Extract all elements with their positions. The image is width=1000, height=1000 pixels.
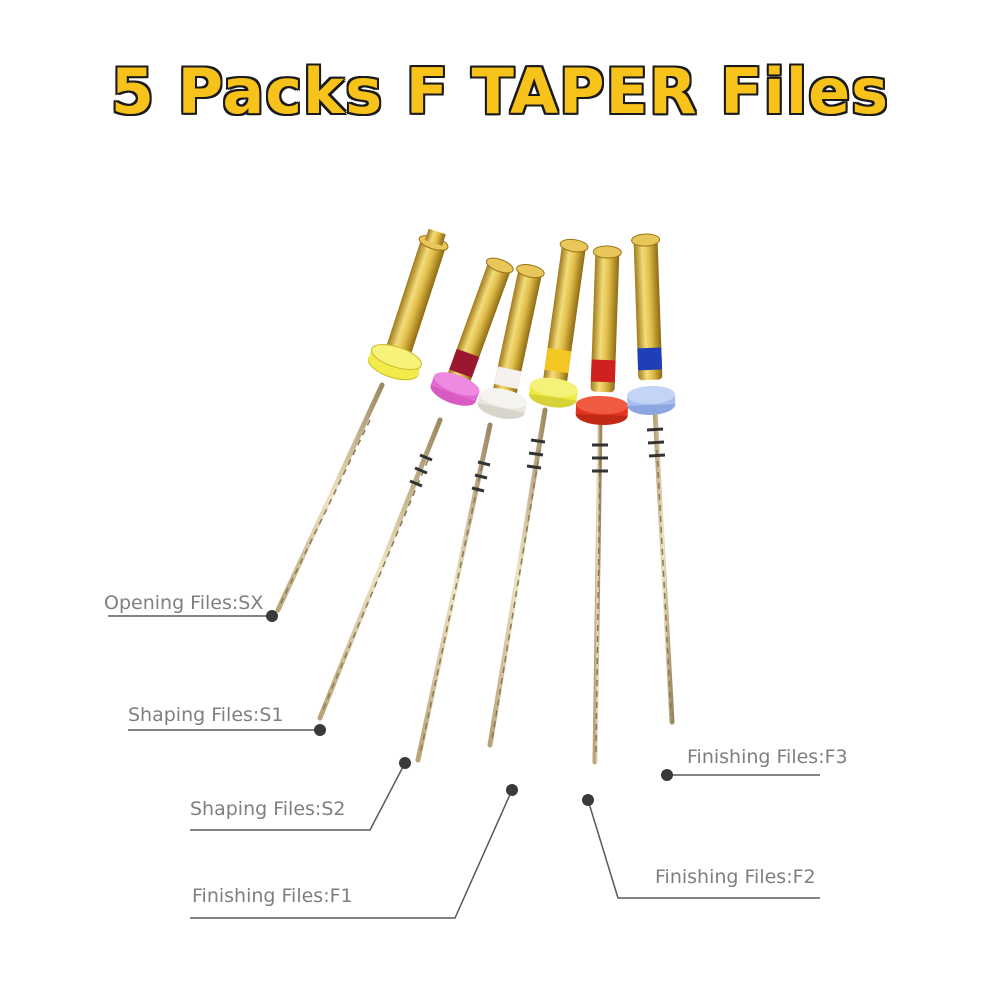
leader-lines [108,615,820,919]
file-s1 [317,257,514,721]
dot-f3 [661,769,673,781]
file-f3 [626,233,676,725]
label-shaping-s1: Shaping Files:S1 [128,704,284,726]
dot-s1 [314,724,326,736]
dot-f1 [506,784,518,796]
label-finishing-f2: Finishing Files:F2 [655,866,816,888]
file-f1 [487,238,589,748]
page-title: 5 Packs F TAPER Files [110,55,890,128]
leader-s2 [190,762,406,831]
file-s2 [415,264,545,763]
leader-f2 [587,799,820,899]
file-f2 [575,245,629,765]
label-opening-sx: Opening Files:SX [104,592,264,614]
label-finishing-f3: Finishing Files:F3 [687,746,848,768]
label-finishing-f1: Finishing Files:F1 [192,885,353,907]
leader-dots [266,610,673,806]
file-sx [275,228,449,613]
dot-s2 [399,757,411,769]
leader-f1 [190,789,513,919]
label-shaping-s2: Shaping Files:S2 [190,798,346,820]
dot-sx [266,610,278,622]
dot-f2 [582,794,594,806]
